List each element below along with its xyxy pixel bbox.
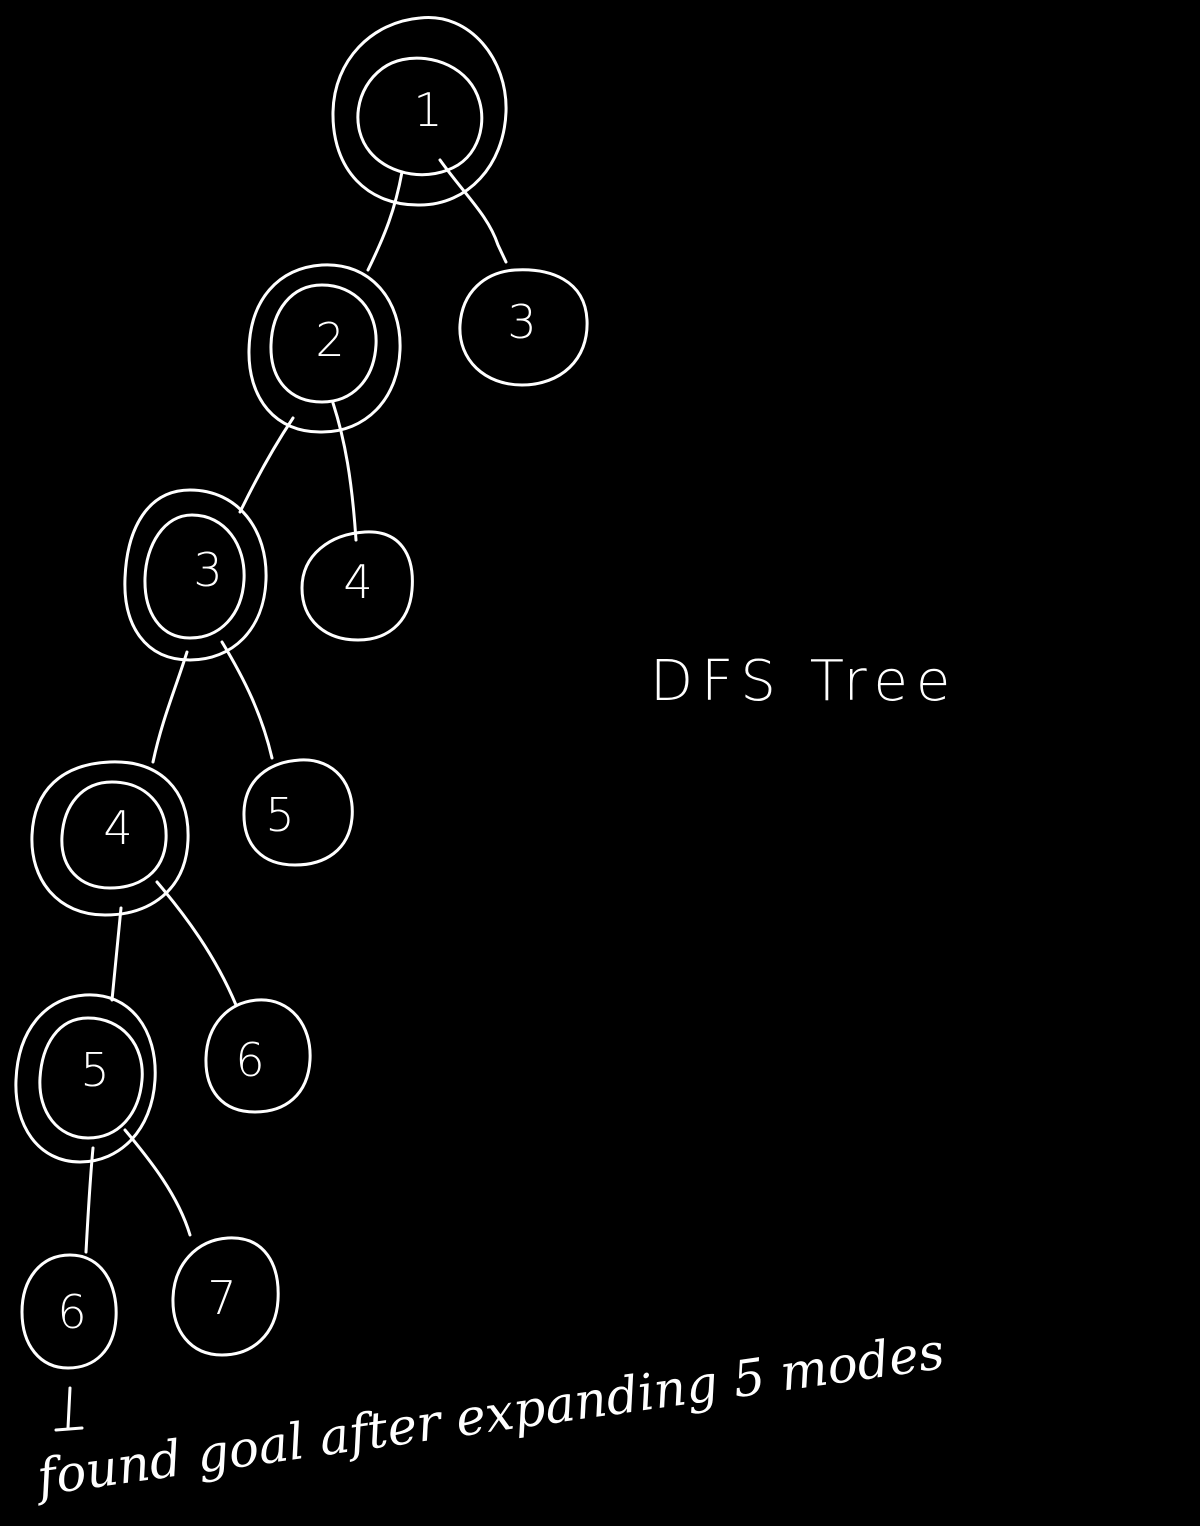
node-3-frontier: 3 [458,268,589,387]
node-2-inner-ring [269,283,378,404]
node-5: 5 [14,993,157,1164]
node-3-frontier-ring [458,268,589,387]
node-5-frontier-label: 5 [265,788,294,842]
node-6-goal-ring [20,1253,118,1370]
edge-5-7 [123,1128,192,1237]
node-7-frontier-ring [171,1236,280,1357]
edge-1-2 [366,170,404,272]
node-4-inner-ring [60,780,168,890]
node-3-label: 3 [193,543,222,597]
node-6-frontier-ring [204,998,312,1114]
diagram-title: DFS Tree [650,649,958,714]
node-3-frontier-label: 3 [507,295,536,349]
goal-pointer-foot [54,1426,84,1432]
node-5-label: 5 [80,1043,109,1097]
node-5-outer-ring [14,993,157,1164]
node-1: 1 [331,16,508,207]
node-3: 3 [123,488,268,662]
node-6-goal-label: 6 [57,1285,86,1339]
node-2-label: 2 [315,313,344,367]
node-5-inner-ring [38,1016,144,1140]
node-1-outer-ring [331,16,508,207]
node-1-label: 1 [413,83,442,137]
edge-1-3 [438,158,508,264]
edge-2-3 [238,416,295,514]
node-2: 2 [247,263,402,434]
node-6-frontier: 6 [204,998,312,1114]
edge-2-4 [331,401,358,542]
node-1-inner-ring [356,56,484,177]
node-5-frontier: 5 [242,758,354,867]
node-4-outer-ring [30,760,190,917]
node-4-frontier-label: 4 [343,555,372,609]
node-6-frontier-label: 6 [235,1033,264,1087]
node-2-outer-ring [247,263,402,434]
edge-4-5 [110,906,123,1002]
node-5-frontier-ring [242,758,354,867]
node-6-goal: 6 [20,1253,118,1432]
edge-5-6 [84,1146,95,1254]
node-4-frontier-ring [300,530,414,642]
node-4-label: 4 [103,801,132,855]
node-4-frontier: 4 [300,530,414,642]
tree-edges [84,158,508,1254]
edge-3-4 [151,650,189,764]
node-7-frontier-label: 7 [207,1271,236,1325]
edge-3-5 [220,640,274,760]
node-3-outer-ring [123,488,268,662]
node-3-inner-ring [143,513,246,640]
goal-pointer-stem [66,1386,72,1430]
node-7-frontier: 7 [171,1236,280,1357]
node-4: 4 [30,760,190,917]
